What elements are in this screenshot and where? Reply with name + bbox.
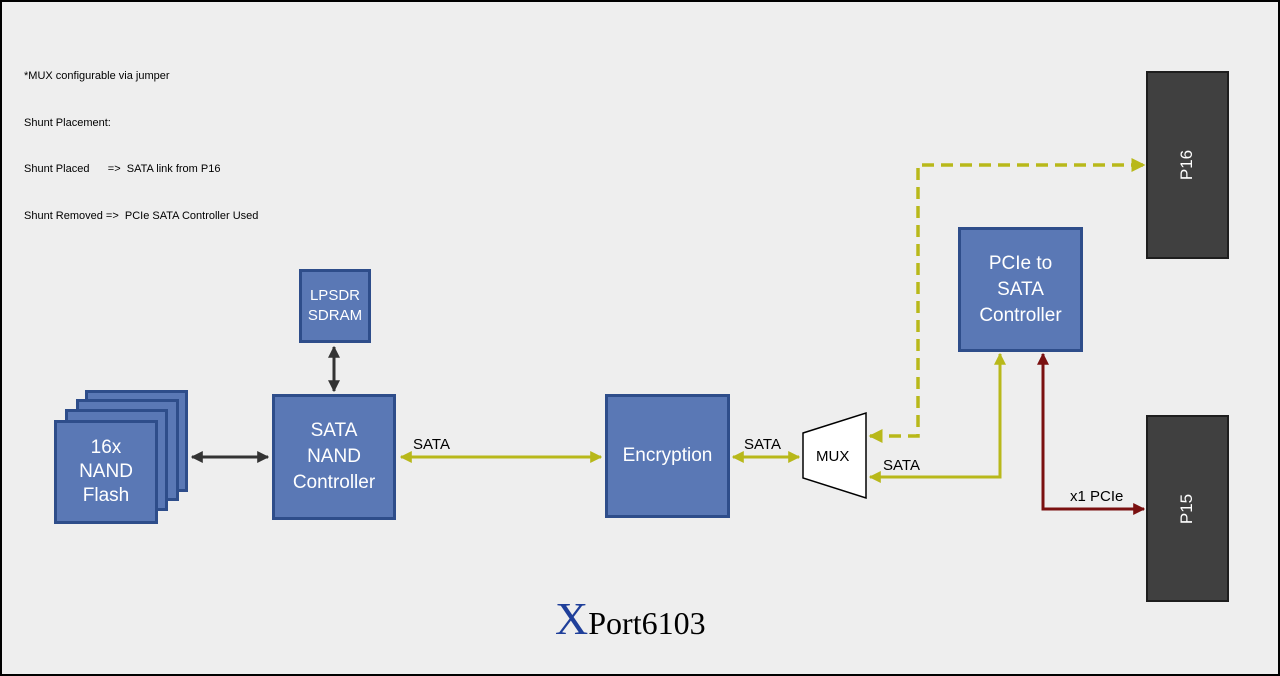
p15-label: P15 — [1177, 493, 1197, 524]
pcie-link-label: x1 PCIe — [1070, 488, 1124, 505]
p16-port: P16 — [1146, 71, 1229, 259]
nand-flash-label: Flash — [82, 485, 130, 506]
sata-link-label: SATA — [413, 436, 450, 453]
nand-flash-label: NAND — [79, 461, 133, 482]
pcie-controller-label: PCIe to — [988, 252, 1053, 274]
controller-label: SATA — [310, 420, 358, 441]
mux-label: MUX — [816, 448, 850, 465]
p15-port: P15 — [1146, 415, 1229, 602]
note-line: Shunt Placement: — [24, 116, 111, 129]
sata-nand-controller-block: SATA NAND Controller — [272, 394, 396, 520]
lpsdr-label: SDRAM — [307, 307, 363, 324]
pcie-to-p15-link — [1037, 352, 1146, 515]
product-title: XPort6103 — [555, 592, 706, 645]
title-rest: Port6103 — [588, 605, 706, 641]
title-initial: X — [555, 593, 589, 644]
encryption-block: Encryption — [605, 394, 730, 518]
note-line: Shunt Removed => PCIe SATA Controller Us… — [24, 209, 259, 222]
controller-label: NAND — [307, 446, 361, 467]
p16-label: P16 — [1177, 149, 1197, 181]
mux-to-p16-link — [868, 158, 1146, 443]
nand-flash-block: 16x NAND Flash — [54, 420, 158, 524]
encryption-label: Encryption — [622, 445, 713, 466]
lpsdr-sdram-block: LPSDR SDRAM — [299, 269, 371, 343]
note-line: *MUX configurable via jumper — [24, 70, 170, 82]
note-line: Shunt Placed => SATA link from P16 — [24, 163, 221, 175]
pcie-controller-label: Controller — [979, 304, 1062, 326]
controller-label: Controller — [292, 472, 376, 493]
jumper-notes: *MUX configurable via jumper Shunt Place… — [24, 38, 258, 240]
sata-link-label: SATA — [883, 457, 920, 474]
pcie-sata-controller-block: PCIe to SATA Controller — [958, 227, 1083, 352]
pcie-controller-label: SATA — [997, 278, 1044, 300]
lpsdr-label: LPSDR — [309, 287, 360, 304]
mux-shape — [802, 411, 867, 500]
sata-link-label: SATA — [744, 436, 781, 453]
nand-flash-label: 16x — [90, 437, 122, 458]
